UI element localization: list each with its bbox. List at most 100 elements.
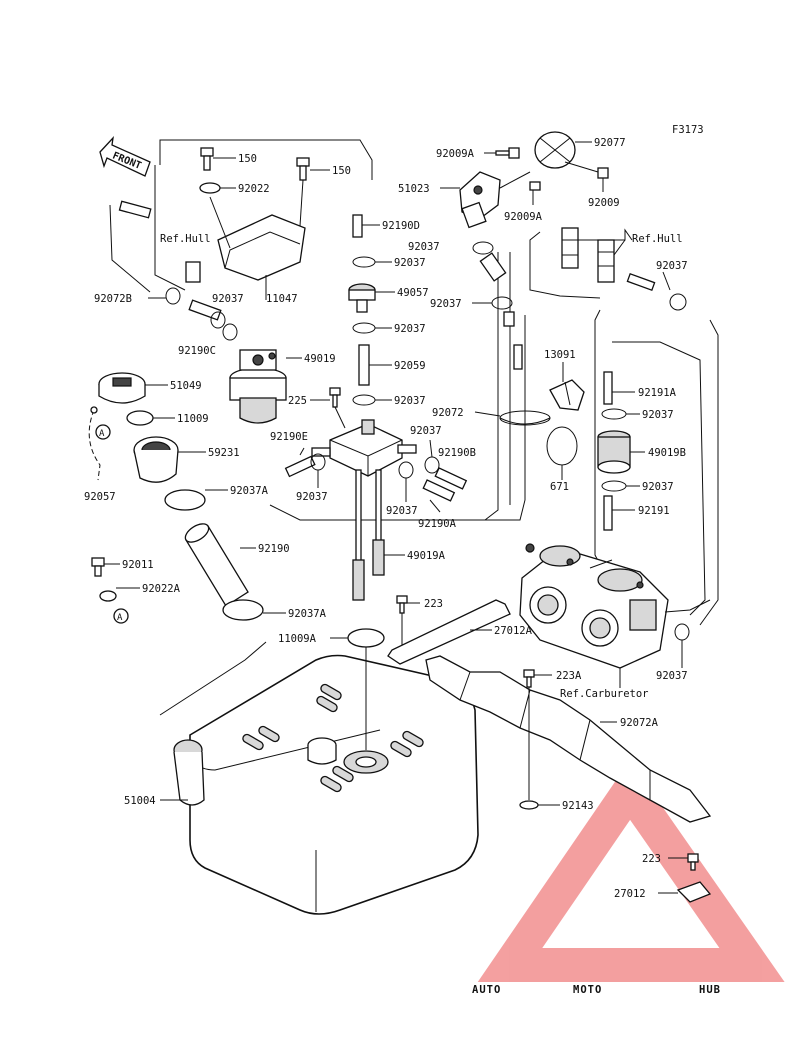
callout-150a: 150 — [238, 153, 257, 165]
bolt-92011 — [91, 557, 105, 567]
callout-92037-r1: 92037 — [408, 241, 440, 253]
callout-92009: 92009 — [588, 197, 620, 209]
callout-92037a-2: 92037A — [288, 608, 327, 620]
callout-92059: 92059 — [394, 360, 426, 372]
fuel-cap-51049 — [98, 372, 146, 404]
group-outline-top — [159, 139, 373, 180]
callout-27012a: 27012A — [494, 625, 533, 637]
fuel-tank-51004 — [173, 654, 479, 915]
callout-59231: 59231 — [208, 447, 240, 459]
callout-92037-c2: 92037 — [394, 323, 426, 335]
gasket-11009a — [347, 628, 385, 648]
callout-92037-c6: 92037 — [410, 425, 442, 437]
callout-92009a-1: 92009A — [436, 148, 475, 160]
screw-223-top — [396, 595, 408, 604]
gasket-11009 — [126, 410, 154, 426]
group-outline-right-top — [529, 231, 601, 299]
svg-text:A: A — [117, 613, 123, 623]
tube-92190d — [352, 214, 363, 238]
callout-223a: 223A — [556, 670, 582, 682]
hose-right-small — [626, 272, 656, 292]
screw-223a — [523, 669, 535, 678]
screw-225 — [329, 387, 341, 396]
fitting-49057 — [348, 283, 376, 313]
front-arrow: FRONT — [99, 136, 151, 177]
callout-92190b: 92190B — [438, 447, 476, 459]
fuel-filter-49019 — [229, 349, 287, 424]
clamp-92072b — [165, 287, 181, 305]
clamp-92037-c3 — [352, 394, 376, 406]
fuel-filter-49019b — [597, 430, 631, 474]
callout-labels: 150 150 92022 92190D Ref.Hull 11047 9207… — [84, 137, 688, 900]
callout-92022: 92022 — [238, 183, 270, 195]
strap-92072 — [499, 410, 551, 426]
callout-671: 671 — [550, 481, 569, 493]
bolt-150a — [200, 147, 214, 171]
callout-51023: 51023 — [398, 183, 430, 195]
group-outline-left — [154, 165, 186, 291]
washer-92022a — [99, 590, 117, 602]
clamp-92037-r4 — [601, 480, 627, 492]
ref-hull-right: Ref.Hull — [632, 233, 683, 245]
callout-92011: 92011 — [122, 559, 154, 571]
watermark-moto: MOTO — [573, 984, 602, 996]
hose-left-upper — [118, 200, 152, 219]
fuel-valve — [311, 419, 417, 477]
clamp-92037-r2 — [669, 293, 687, 311]
callout-11047: 11047 — [266, 293, 298, 305]
washer-92143 — [519, 800, 539, 810]
bolt-92009a — [495, 147, 520, 159]
callout-92191a: 92191A — [638, 387, 677, 399]
svg-text:A: A — [99, 429, 105, 439]
callout-92190: 92190 — [258, 543, 290, 555]
group-outline-middle — [269, 315, 526, 521]
screw-223-bottom — [687, 853, 699, 863]
clamp-92037-c2 — [352, 322, 376, 334]
bolt-92009a-2 — [529, 181, 541, 191]
callout-92190c: 92190C — [178, 345, 216, 357]
callout-92037-r3: 92037 — [642, 409, 674, 421]
stay-27012 — [676, 881, 712, 903]
ref-hull-left: Ref.Hull — [160, 233, 211, 245]
tube-92191a — [603, 371, 613, 405]
hose-curved — [479, 252, 507, 282]
callout-13091: 13091 — [544, 349, 576, 361]
callout-92037-c1: 92037 — [394, 257, 426, 269]
callout-11009a: 11009A — [278, 633, 317, 645]
callout-49019a: 49019A — [407, 550, 446, 562]
oring-671 — [546, 426, 578, 466]
gasket-strip-92072a — [425, 655, 712, 823]
carburetor-assembly — [519, 543, 669, 669]
figure-code: F3173 — [672, 124, 704, 136]
hose-92190e — [284, 455, 316, 478]
callout-92072b: 92072B — [94, 293, 132, 305]
filler-neck-59231 — [133, 436, 179, 483]
clamp-92037-left — [210, 311, 226, 329]
valve-92077 — [534, 131, 576, 169]
stay-27012a — [387, 599, 511, 665]
tube-92191 — [603, 495, 613, 531]
watermark-text: AUTO MOTO HUB — [472, 984, 720, 996]
washer-92022 — [199, 182, 221, 194]
callout-92072a: 92072A — [620, 717, 659, 729]
callout-49019b: 49019B — [648, 447, 686, 459]
tube-92059 — [358, 344, 370, 386]
callout-92072: 92072 — [432, 407, 464, 419]
clamp-92037-c6 — [424, 456, 440, 474]
callout-150b: 150 — [332, 165, 351, 177]
callout-92190a: 92190A — [418, 518, 457, 530]
hose-outline-right — [699, 319, 719, 626]
bracket-13091 — [549, 379, 585, 411]
ref-carburetor: Ref.Carburetor — [560, 688, 649, 700]
callout-49019: 49019 — [304, 353, 336, 365]
callout-51049: 51049 — [170, 380, 202, 392]
clamp-92037-r5 — [674, 623, 690, 641]
hose-92190a — [422, 479, 456, 502]
callout-92037-r6: 92037 — [430, 298, 462, 310]
cable-92057 — [88, 409, 101, 481]
callout-92191: 92191 — [638, 505, 670, 517]
callout-92037-c5: 92037 — [386, 505, 418, 517]
callout-92077: 92077 — [594, 137, 626, 149]
watermark-auto: AUTO — [472, 984, 501, 996]
callout-92037-c4: 92037 — [296, 491, 328, 503]
